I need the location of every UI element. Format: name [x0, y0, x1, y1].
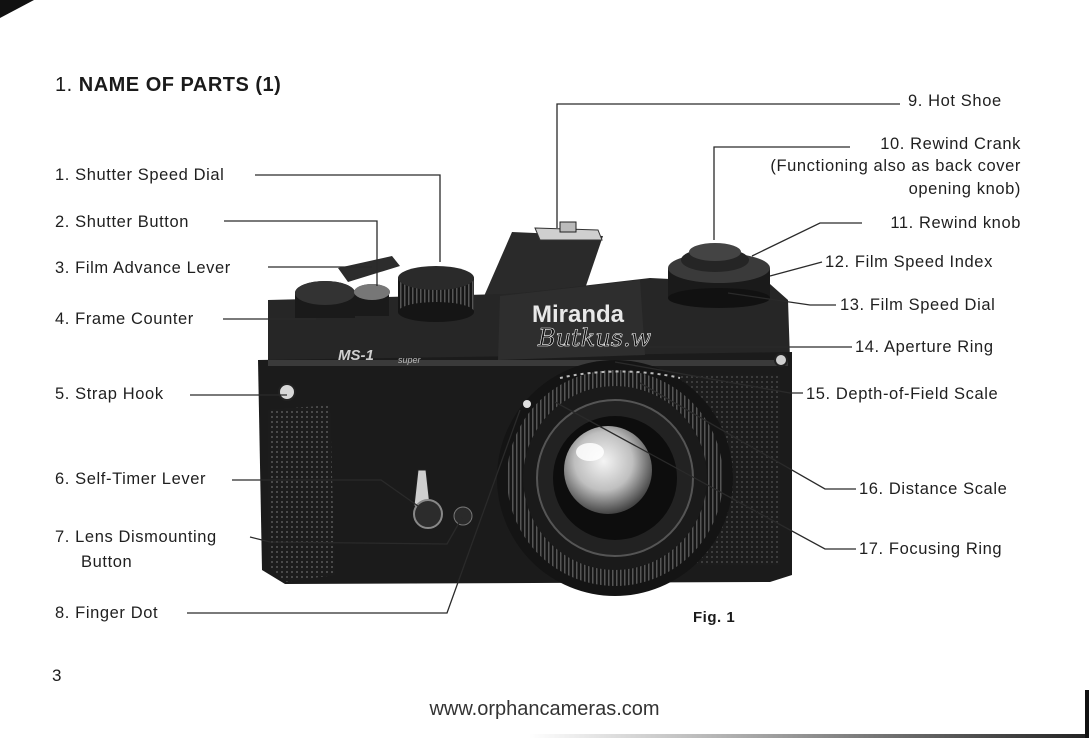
label-rewind-crank-line3: opening knob)	[908, 180, 1021, 198]
label-lens-dismounting: 7. Lens Dismounting	[55, 528, 217, 546]
handwritten-signature: Butkus.w	[537, 324, 652, 352]
scan-edge-right	[1085, 690, 1089, 738]
label-lens-dismounting-line2: Button	[81, 553, 133, 571]
page-title: 1. NAME OF PARTS (1)	[55, 74, 281, 97]
camera-brand: Miranda	[532, 301, 625, 328]
label-finger-dot: 8. Finger Dot	[55, 604, 159, 622]
label-shutter-button: 2. Shutter Button	[55, 213, 190, 231]
label-aperture-ring: 14. Aperture Ring	[855, 338, 994, 356]
label-strap-hook: 5. Strap Hook	[55, 385, 164, 403]
lens-shape	[497, 360, 733, 596]
website-url: www.orphancameras.com	[429, 698, 660, 720]
label-film-speed-index: 12. Film Speed Index	[825, 253, 993, 271]
label-frame-counter: 4. Frame Counter	[55, 310, 194, 328]
label-shutter-speed-dial: 1. Shutter Speed Dial	[55, 166, 225, 184]
label-rewind-crank: 10. Rewind Crank	[880, 135, 1021, 153]
camera-model: MS-1	[338, 347, 374, 364]
camera-model-sub: super	[398, 355, 422, 365]
label-depth-of-field-scale: 15. Depth-of-Field Scale	[806, 385, 999, 403]
page-number: 3	[52, 666, 62, 685]
label-film-advance-lever: 3. Film Advance Lever	[55, 259, 231, 277]
title-text: NAME OF PARTS (1)	[78, 74, 282, 96]
corner-mark	[0, 0, 34, 18]
label-distance-scale: 16. Distance Scale	[859, 480, 1008, 498]
rewind-knob-shape	[668, 243, 770, 308]
label-rewind-knob: 11. Rewind knob	[890, 214, 1021, 232]
label-hot-shoe: 9. Hot Shoe	[908, 92, 1002, 110]
self-timer-lever-shape	[413, 469, 443, 529]
left-top-dials	[295, 256, 474, 322]
scan-edge-bottom	[529, 734, 1089, 738]
label-focusing-ring: 17. Focusing Ring	[859, 540, 1003, 558]
label-rewind-crank-line2: (Functioning also as back cover	[770, 157, 1021, 175]
title-number: 1.	[55, 74, 73, 96]
label-self-timer-lever: 6. Self-Timer Lever	[55, 470, 207, 488]
label-film-speed-dial: 13. Film Speed Dial	[840, 296, 996, 314]
leader-lines	[187, 103, 900, 614]
figure-caption: Fig. 1	[693, 609, 736, 626]
